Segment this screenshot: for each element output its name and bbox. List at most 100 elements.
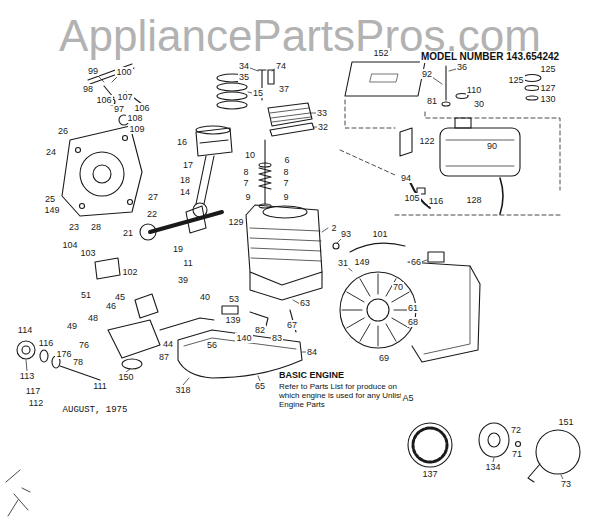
callout-number: 151 — [557, 417, 574, 427]
callout-number: 103 — [79, 248, 96, 258]
group-line — [340, 100, 560, 215]
callout-number: 2 — [330, 223, 337, 233]
callout-number: 30 — [473, 99, 485, 109]
margin-mark — [6, 470, 30, 516]
callout-number: 99 — [87, 66, 99, 76]
callout-number: 134 — [484, 462, 501, 472]
callout-number: 71 — [511, 449, 523, 459]
callout-number: 137 — [421, 469, 438, 479]
callout-number: 16 — [176, 137, 188, 147]
callout-number: 112 — [28, 398, 44, 408]
tank-bolt — [445, 66, 446, 100]
crankshaft — [150, 212, 222, 232]
block-flange — [250, 272, 322, 300]
callout-number: 35 — [238, 72, 250, 82]
crankcase-cover — [62, 126, 142, 216]
callout-number: 129 — [227, 217, 244, 227]
callout-number: 107 — [116, 92, 133, 102]
callout-number: 111 — [92, 381, 108, 391]
callout-number: 113 — [19, 371, 35, 381]
callout-number: 26 — [57, 126, 69, 136]
callout-number: 84 — [306, 347, 318, 357]
callout-number: 51 — [80, 290, 92, 300]
vent-line — [500, 178, 503, 214]
callout-number: 9 — [244, 192, 251, 202]
callout-number: 152 — [372, 48, 389, 58]
callout-number: 128 — [465, 195, 482, 205]
callout-number: 7 — [242, 178, 249, 188]
callout-number: 90 — [486, 141, 498, 151]
callout-number: 63 — [299, 298, 311, 308]
callout-number: 22 — [146, 209, 158, 219]
control-knob — [17, 341, 35, 359]
fuel-tank — [440, 128, 520, 176]
spark-plug — [268, 70, 274, 84]
callout-number: 101 — [371, 229, 388, 239]
callout-number: 49 — [66, 321, 78, 331]
flywheel-fins — [342, 274, 414, 346]
callout-number: 33 — [316, 108, 328, 118]
cylinder-head — [268, 103, 312, 126]
cap-washer — [526, 96, 538, 100]
callout-number: 109 — [128, 124, 145, 134]
callout-number: 17 — [182, 160, 194, 170]
callout-number: 69 — [378, 353, 390, 363]
callout-number: 318 — [174, 385, 191, 395]
callout-number: 18 — [179, 175, 191, 185]
tank-bracket — [400, 128, 412, 156]
callout-number: 78 — [72, 357, 84, 367]
callout-number: 28 — [90, 222, 102, 232]
callout-number: 87 — [158, 352, 170, 362]
callout-number: 102 — [121, 267, 138, 277]
flywheel-rim — [340, 272, 416, 348]
callout-number: 36 — [456, 62, 468, 72]
callout-number: 150 — [117, 372, 134, 382]
gasket-set — [345, 62, 425, 96]
callout-number: 6 — [283, 155, 290, 165]
starter-pulley — [408, 423, 452, 467]
bolt-hole — [128, 200, 133, 205]
washer — [40, 350, 48, 362]
piston-top — [196, 126, 230, 134]
cap-gasket — [525, 86, 539, 91]
callout-number: 32 — [317, 122, 329, 132]
callout-number: 97 — [113, 104, 125, 114]
breather-tube — [250, 312, 268, 326]
callout-number: 127 — [539, 83, 556, 93]
callout-number: 76 — [78, 340, 90, 350]
callout-number: 98 — [82, 84, 94, 94]
starter-cup-inner — [488, 433, 500, 447]
callout-number: 61 — [407, 303, 419, 313]
page-code: A5 — [401, 393, 414, 403]
callout-number: 106 — [133, 103, 150, 113]
carburetor — [108, 320, 160, 358]
gasket-set-tag — [370, 74, 398, 82]
flywheel-hub — [367, 299, 389, 321]
tank-nut — [442, 102, 450, 106]
bolt-hole — [76, 148, 81, 153]
callout-number: 48 — [87, 313, 99, 323]
breather — [222, 306, 238, 314]
pulley-teeth — [413, 428, 447, 462]
callout-number: 149 — [43, 205, 60, 215]
callout-number: 70 — [392, 282, 404, 292]
callout-number: 149 — [353, 257, 370, 267]
callout-number: 53 — [228, 294, 240, 304]
callout-number: 106 — [95, 95, 112, 105]
cylinder-block — [246, 205, 322, 285]
callout-number: 94 — [400, 173, 412, 183]
callout-number: 114 — [17, 325, 33, 335]
rotating-screen — [428, 252, 444, 262]
callout-number: 74 — [275, 61, 287, 71]
head-gasket — [270, 123, 314, 136]
callout-number: 125 — [507, 75, 524, 85]
link-rod — [160, 318, 214, 330]
callout-number: 40 — [199, 292, 211, 302]
callout-number: 116 — [428, 196, 444, 206]
block-bolt — [333, 243, 339, 249]
air-cleaner-base — [95, 258, 120, 279]
float-bowl — [122, 359, 142, 369]
connecting-rod — [196, 156, 214, 204]
callout-number: 37 — [278, 84, 290, 94]
callout-number: 67 — [286, 320, 298, 330]
